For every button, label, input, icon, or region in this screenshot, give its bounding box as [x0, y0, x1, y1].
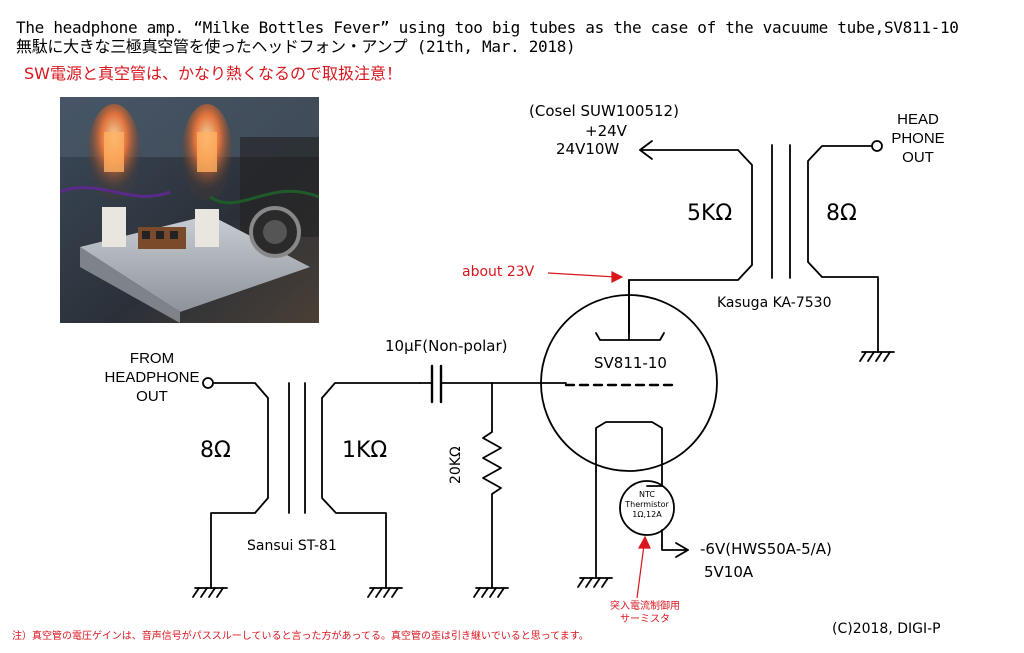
- psu-model: (Cosel SUW100512): [529, 102, 679, 120]
- copyright: (C)2018, DIGI-P: [832, 621, 941, 637]
- input-secondary-wire: [321, 382, 421, 589]
- ground-filament: [577, 577, 613, 588]
- grid-resistor: [482, 382, 502, 589]
- voltage-note-arrow: [547, 272, 617, 278]
- output-secondary-wire: [807, 145, 879, 353]
- output-primary-impedance: 5KΩ: [687, 201, 733, 226]
- plate-voltage-note: about 23V: [462, 264, 535, 280]
- tube-filament: [595, 421, 663, 579]
- ground-input: [192, 587, 228, 598]
- thermistor-note-arrow: [636, 544, 645, 599]
- output-secondary-impedance: 8Ω: [826, 201, 857, 226]
- psu-voltage: +24V: [585, 122, 627, 140]
- input-terminal: [202, 377, 214, 389]
- resistor-label: 20KΩ: [448, 446, 464, 484]
- plus24v-arrow: [639, 140, 653, 160]
- headphone-out-label: HEAD PHONE OUT: [891, 111, 945, 166]
- capacitor-label: 10μF(Non-polar): [385, 337, 508, 355]
- input-primary-wire: [210, 382, 269, 589]
- tube-plate: [595, 332, 665, 341]
- input-transformer-name: Sansui ST-81: [247, 538, 337, 554]
- output-transformer-name: Kasuga KA-7530: [717, 295, 832, 311]
- thermistor-label: NTC Thermistor 1Ω,12A: [625, 490, 669, 519]
- psu-rating: 24V10W: [556, 140, 620, 158]
- ground-symbol: [859, 351, 891, 362]
- title-japanese: 無駄に大きな三極真空管を使ったヘッドフォン・アンプ (21th, Mar. 20…: [16, 37, 576, 56]
- tube-label: SV811-10: [594, 354, 667, 372]
- amp-photo: [60, 97, 319, 323]
- ntc-thermistor: [619, 480, 675, 536]
- thermistor-jp-note: 突入電流制御用 サーミスタ: [610, 601, 680, 625]
- title-english: The headphone amp. “Milke Bottles Fever”…: [16, 18, 959, 37]
- footnote: 注）真空管の電圧ゲインは、音声信号がパススルーしていると言った方があってる。真空…: [12, 631, 589, 642]
- heater-psu-rating: 5V10A: [704, 563, 754, 581]
- input-primary-impedance: 8Ω: [200, 438, 231, 463]
- ground-secondary: [367, 587, 403, 598]
- ground-resistor: [473, 587, 509, 598]
- heater-psu-voltage: -6V(HWS50A-5/A): [700, 540, 832, 558]
- thermistor-note-arrowhead: [637, 535, 651, 549]
- warning-note: SW電源と真空管は、かなり熱くなるので取扱注意！: [24, 64, 402, 83]
- headphone-out-terminal: [871, 140, 883, 152]
- heater-supply-arrow: [675, 542, 689, 558]
- input-secondary-impedance: 1KΩ: [342, 438, 388, 463]
- heater-supply-wire: [661, 529, 689, 551]
- voltage-note-arrowhead: [611, 271, 624, 283]
- input-label: FROM HEADPHONE OUT: [104, 350, 200, 405]
